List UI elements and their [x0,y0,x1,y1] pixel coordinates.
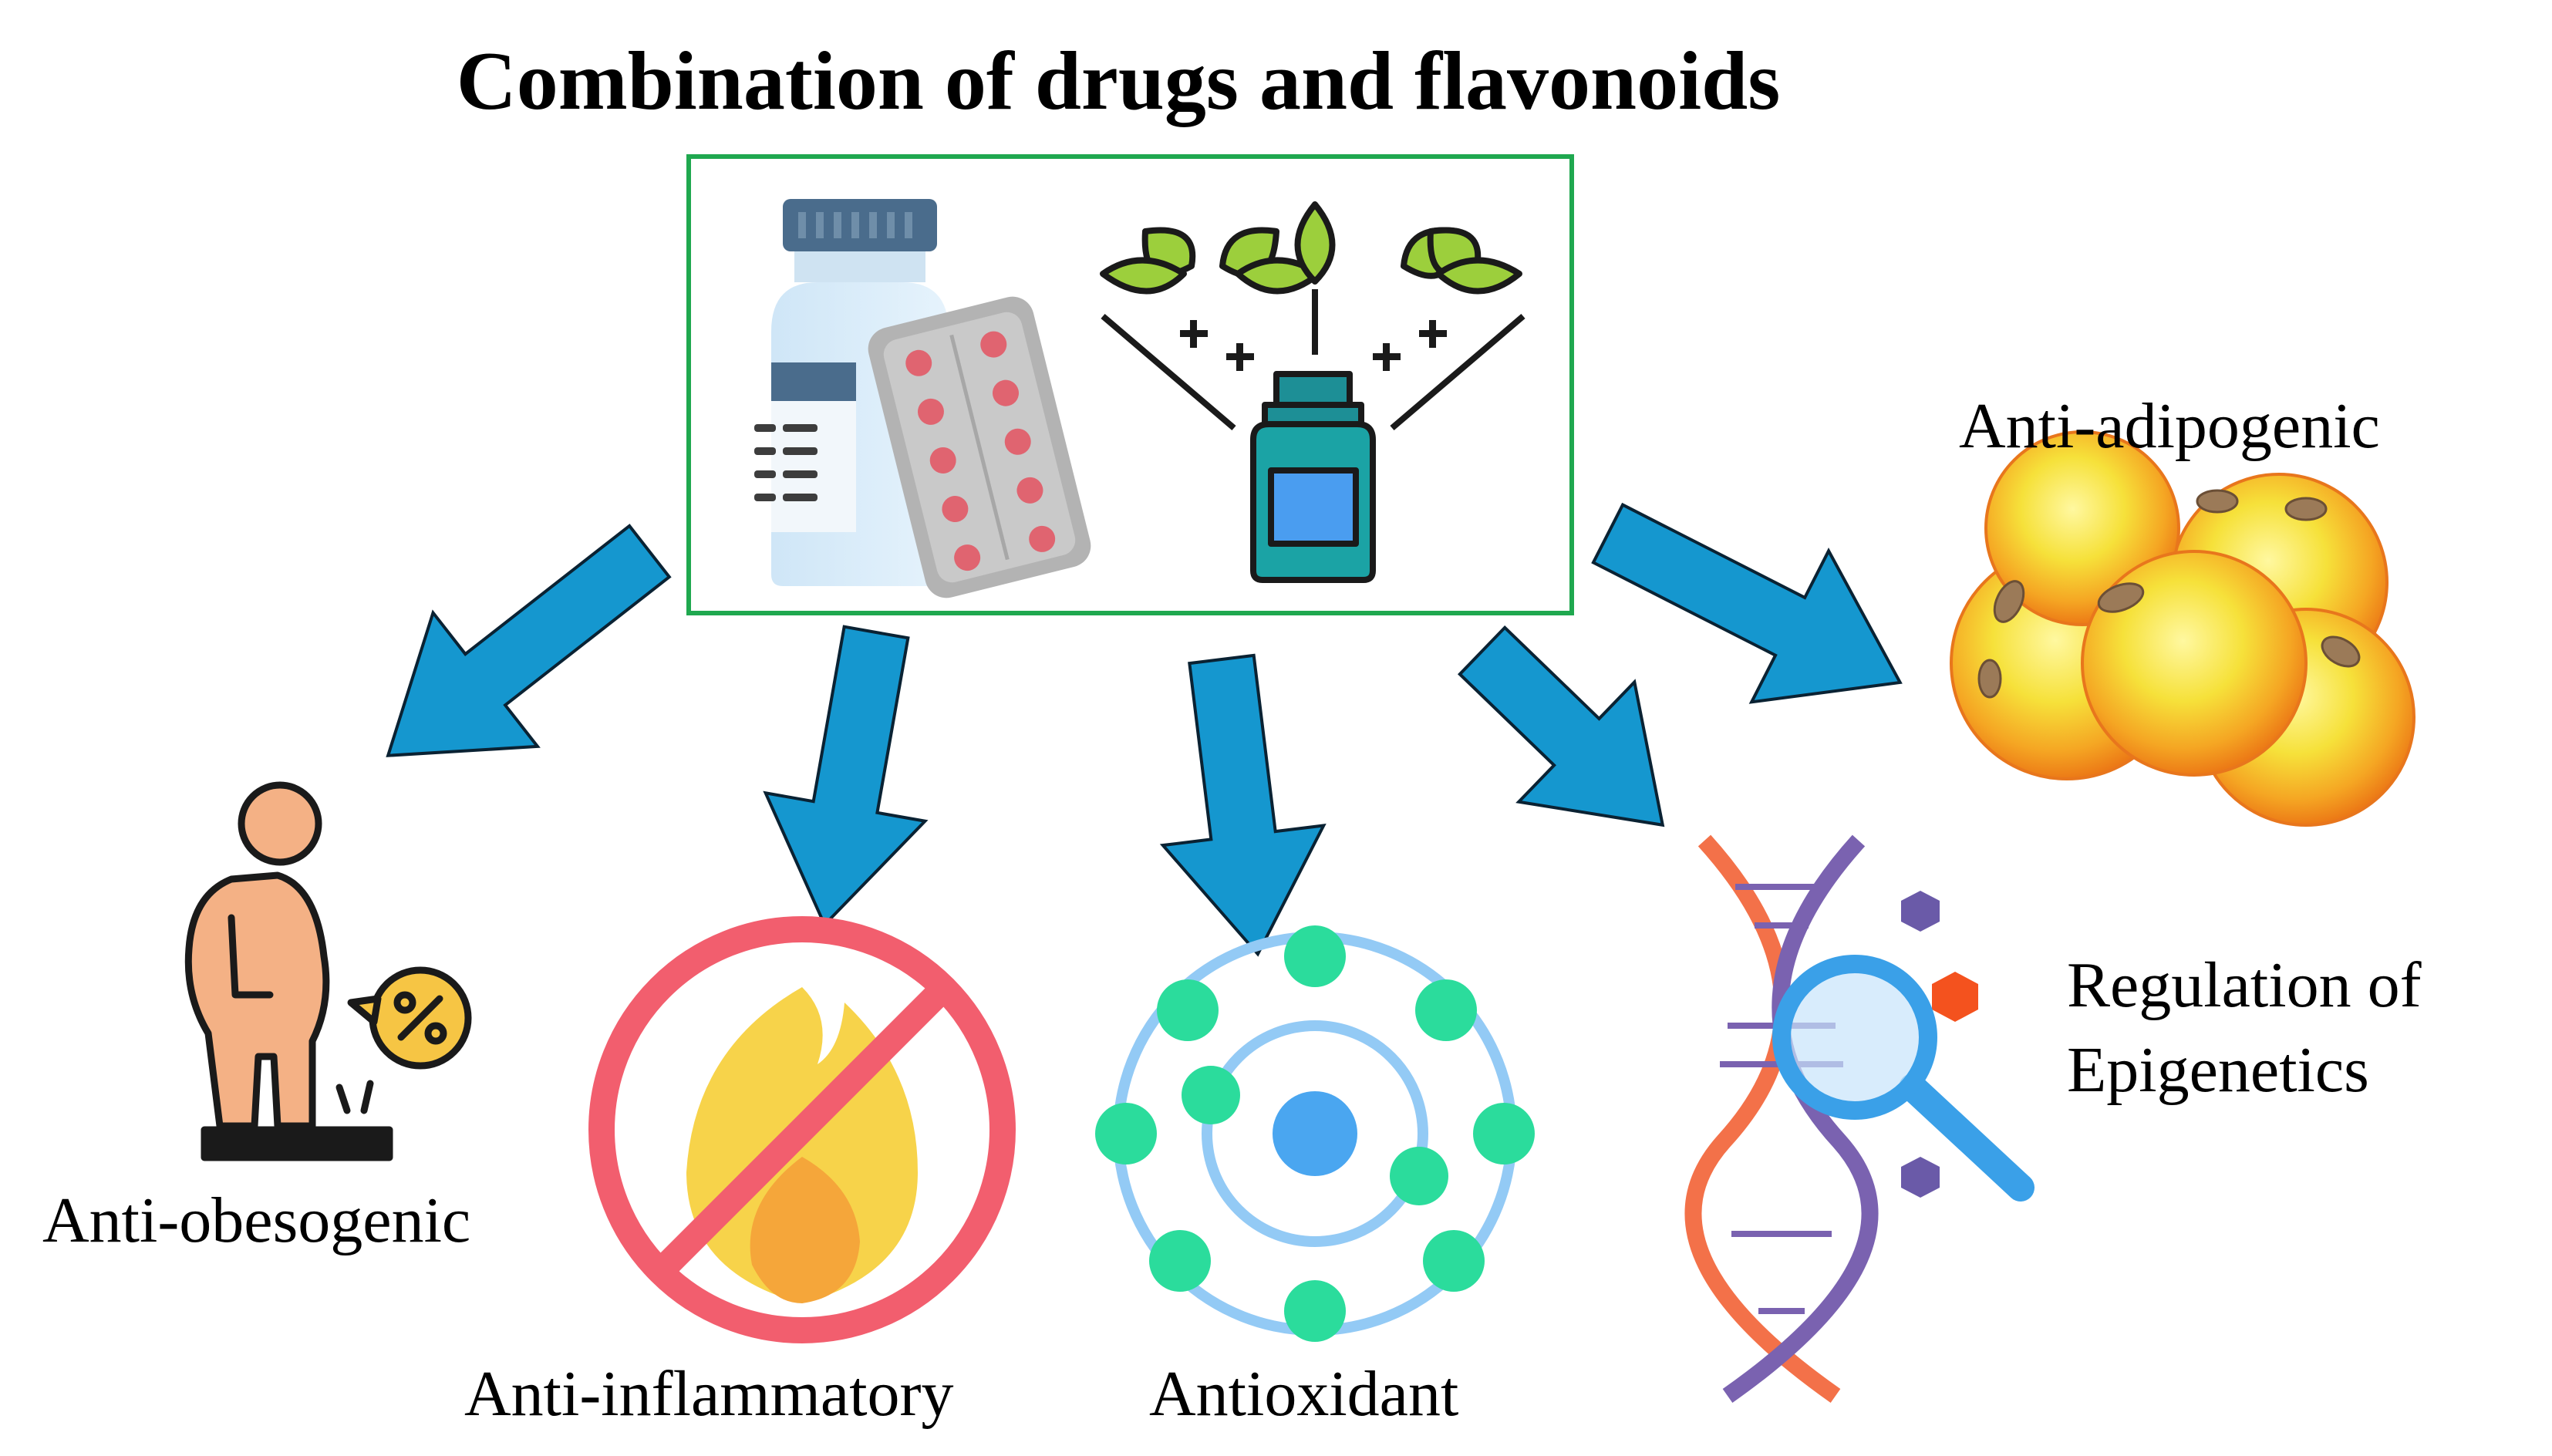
weight-scale-person-icon [184,781,472,1161]
label-antioxidant: Antioxidant [1149,1358,1459,1430]
arrow-to-epigenetics [1457,625,1665,827]
arrow-to-obesogenic [386,524,672,757]
arrow-to-inflammatory [763,625,929,928]
medicine-bottle-icon [754,199,949,586]
label-anti-adipogenic: Anti-adipogenic [1959,390,2380,462]
arrow-to-adipogenic [1591,502,1903,704]
label-anti-inflammatory: Anti-inflammatory [464,1358,954,1430]
dna-magnifier-icon [1684,834,2035,1403]
label-epigenetics: Epigenetics [2067,1034,2369,1106]
pill-blister-icon [868,296,1091,598]
diagram-title: Combination of drugs and flavonoids [456,35,1781,127]
plant-extract-vial-icon [1100,201,1525,583]
atom-electrons-icon [1095,925,1535,1342]
fat-cells-icon [1950,430,2415,827]
label-regulation-of: Regulation of [2067,949,2422,1021]
arrow-to-antioxidant [1159,653,1327,957]
no-fire-icon [588,916,1016,1343]
label-anti-obesogenic: Anti-obesogenic [42,1185,471,1256]
plus-signs [1180,320,1447,371]
